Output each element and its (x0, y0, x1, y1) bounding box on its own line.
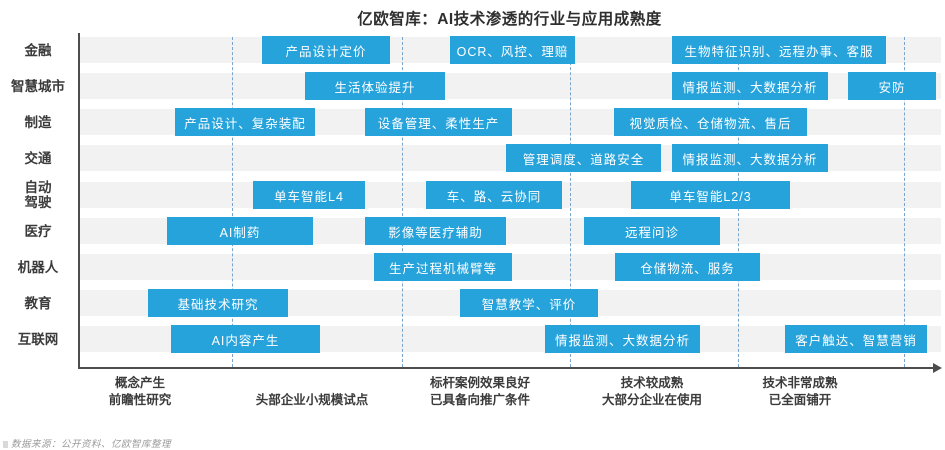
industry-label-line: 医疗 (24, 223, 52, 239)
x-axis-line (78, 367, 935, 369)
maturity-box: 情报监测、大数据分析 (672, 72, 828, 100)
maturity-box: 客户触达、智慧营销 (785, 325, 927, 353)
maturity-box: 影像等医疗辅助 (365, 217, 506, 245)
maturity-box: 基础技术研究 (148, 289, 288, 317)
industry-label: 智慧城市 (0, 79, 76, 94)
industry-label: 金融 (0, 43, 76, 58)
maturity-box: 安防 (848, 72, 936, 100)
industry-label: 教育 (0, 296, 76, 311)
industry-label: 自动驾驶 (0, 180, 76, 210)
stage-label-line: 已具备向推广条件 (429, 393, 530, 407)
stage-divider (570, 37, 571, 367)
industry-label-line: 制造 (24, 114, 52, 130)
industry-label: 互联网 (0, 332, 76, 347)
stage-label-line: 头部企业小规模试点 (255, 393, 369, 407)
stage-label-line: 技术非常成熟 (762, 376, 838, 390)
industry-label-line: 自动 (24, 180, 52, 195)
y-axis-line (78, 33, 80, 369)
maturity-box: 产品设计、复杂装配 (175, 108, 315, 136)
industry-label: 交通 (0, 151, 76, 166)
stage-label: 标杆案例效果良好已具备向推广条件 (370, 375, 590, 409)
maturity-box: 视觉质检、仓储物流、售后 (614, 108, 807, 136)
stage-label: 技术较成熟大部分企业在使用 (542, 375, 762, 409)
maturity-box: OCR、风控、理赔 (450, 36, 575, 64)
industry-label-line: 智慧城市 (11, 78, 65, 94)
industry-label: 机器人 (0, 260, 76, 275)
maturity-box: 生活体验提升 (305, 72, 445, 100)
maturity-box: 生产过程机械臂等 (374, 253, 512, 281)
industry-label-line: 教育 (24, 295, 52, 311)
maturity-box: AI内容产生 (171, 325, 320, 353)
maturity-box: 产品设计定价 (262, 36, 390, 64)
industry-label-line: 互联网 (17, 331, 59, 347)
maturity-box: 生物特征识别、远程办事、客服 (672, 36, 886, 64)
industry-label-line: 机器人 (17, 259, 59, 275)
stage-label: 概念产生前瞻性研究 (30, 375, 250, 409)
maturity-box: 情报监测、大数据分析 (545, 325, 700, 353)
maturity-box: 单车智能L2/3 (631, 181, 790, 209)
maturity-box: AI制药 (167, 217, 313, 245)
industry-label-line: 驾驶 (24, 195, 52, 210)
stage-divider (232, 37, 233, 367)
stage-label-line: 前瞻性研究 (108, 393, 172, 407)
stage-label: 技术非常成熟已全面铺开 (690, 375, 910, 409)
stage-divider (904, 37, 905, 367)
industry-label: 制造 (0, 115, 76, 130)
stage-label-line: 已全面铺开 (768, 393, 832, 407)
maturity-box: 设备管理、柔性生产 (365, 108, 512, 136)
maturity-box: 仓储物流、服务 (615, 253, 760, 281)
footer-tick (3, 441, 8, 448)
maturity-box: 智慧教学、评价 (460, 289, 598, 317)
maturity-box: 车、路、云协同 (426, 181, 562, 209)
arrow-right-icon (933, 363, 942, 373)
maturity-box: 管理调度、道路安全 (506, 144, 661, 172)
stage-label-line: 大部分企业在使用 (601, 393, 702, 407)
stage-label-line: 标杆案例效果良好 (429, 376, 530, 390)
industry-label-line: 交通 (24, 150, 52, 166)
stage-divider (402, 37, 403, 367)
source-note: 数据来源：公开资料、亿欧智库整理 (11, 439, 172, 450)
maturity-box: 单车智能L4 (253, 181, 365, 209)
stage-label-line: 技术较成熟 (620, 376, 684, 390)
industry-label: 医疗 (0, 224, 76, 239)
maturity-box: 远程问诊 (584, 217, 720, 245)
industry-label-line: 金融 (24, 42, 52, 58)
stage-label-line: 概念产生 (114, 376, 165, 390)
maturity-box: 情报监测、大数据分析 (672, 144, 828, 172)
stage-label: 头部企业小规模试点 (202, 375, 422, 409)
chart-title: 亿欧智库：AI技术渗透的行业与应用成熟度 (357, 11, 662, 28)
